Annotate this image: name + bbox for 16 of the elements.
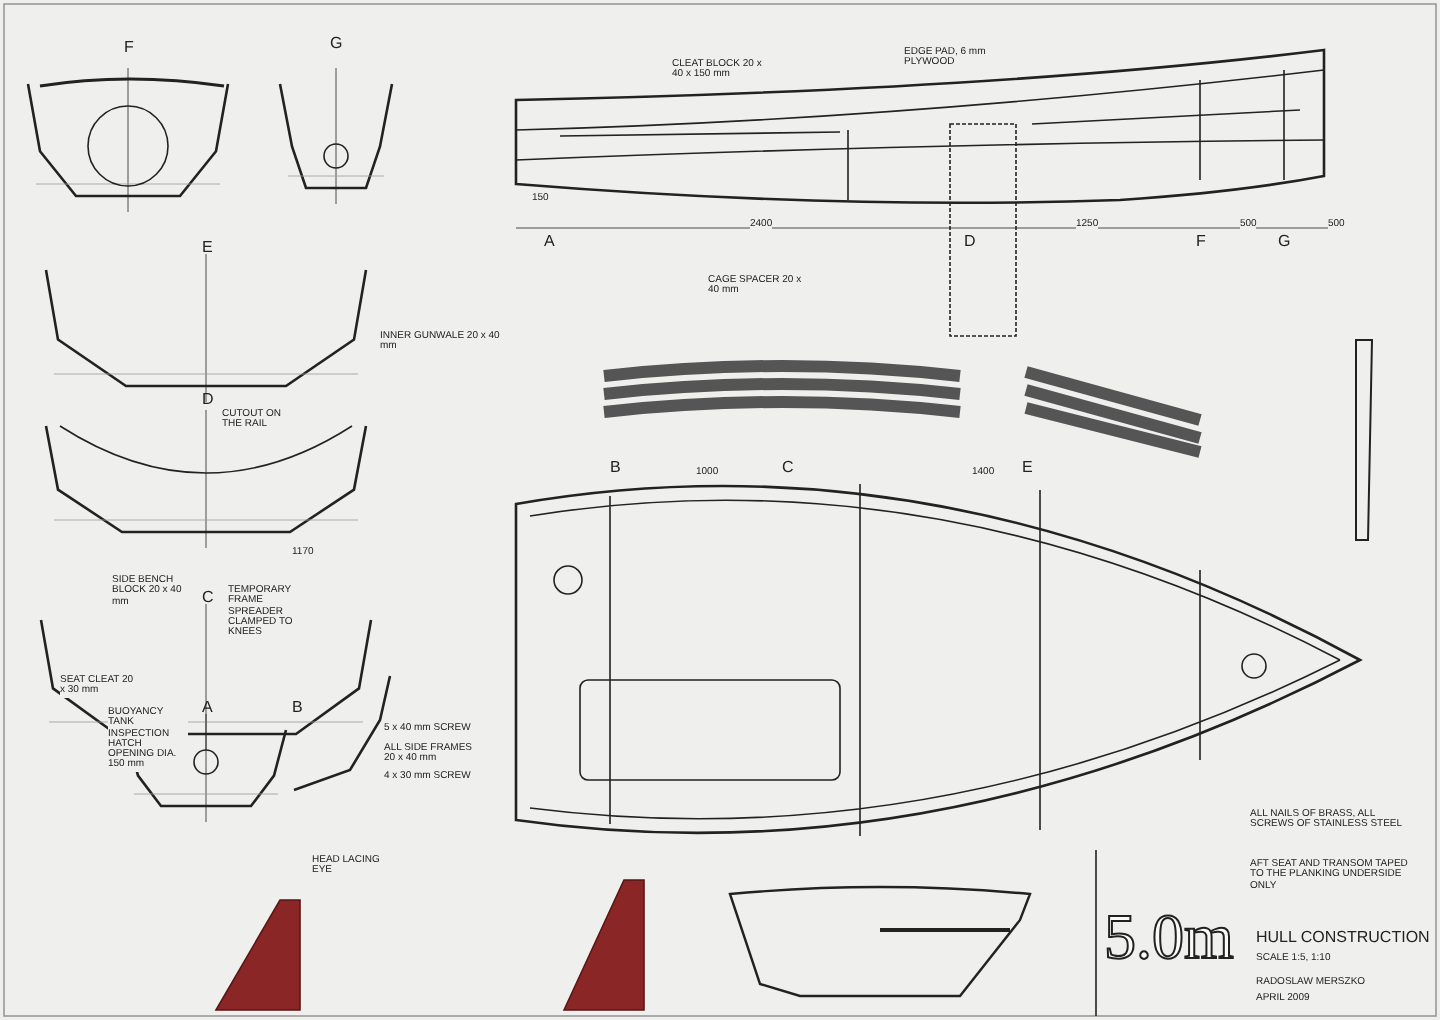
section-letter: C (202, 590, 214, 607)
section-letter: A (544, 234, 555, 251)
section-letter: B (292, 700, 303, 717)
section-letter: D (202, 392, 214, 409)
section-letter: F (1196, 234, 1206, 251)
drawing-title: 5.0m (1104, 904, 1234, 968)
section-letter: A (202, 700, 213, 717)
section-letter: B (610, 460, 621, 477)
section-letter: E (202, 240, 213, 257)
section-letter: D (964, 234, 976, 251)
title-block-text: HULL CONSTRUCTION (1256, 930, 1430, 947)
section-letter: G (1278, 234, 1291, 251)
section-letter: C (782, 460, 794, 477)
section-letter: E (1022, 460, 1033, 477)
section-letter: G (330, 36, 343, 53)
section-letter: F (124, 40, 134, 57)
